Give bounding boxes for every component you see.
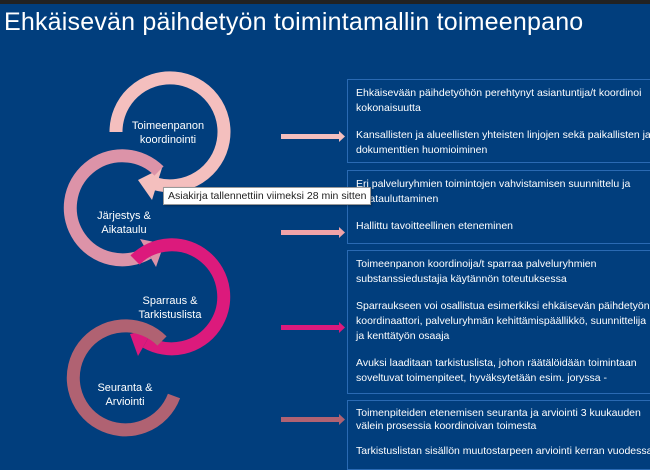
box-text: Ehkäisevään päihdetyöhön perehtynyt asia… (356, 87, 642, 114)
window-top-bar (0, 0, 650, 4)
step-2-label-line1: Järjestys & (97, 210, 151, 222)
step-1-label-line2: koordinointi (139, 134, 197, 146)
step-2-label-line2: Aikataulu (101, 224, 147, 236)
connector-arrows (281, 131, 345, 425)
step-3-label: Sparraus & Tarkistuslista (115, 294, 225, 322)
connector-arrow-1 (281, 134, 339, 139)
step-1-label: Toimeenpanon koordinointi (113, 119, 223, 147)
step-4-label: Seuranta & Arviointi (70, 381, 180, 409)
step-1-label-line1: Toimeenpanon (131, 120, 205, 132)
box-text: Avuksi laaditaan tarkistuslista, johon r… (356, 357, 637, 384)
slide-title: Ehkäisevän päihdetyön toimintamallin toi… (4, 8, 584, 36)
box-text: Sparraukseen voi osallistua esimerkiksi … (356, 300, 650, 342)
step-4-label-line2: Arviointi (105, 396, 145, 408)
box-text: Tarkistuslistan sisällön muutostarpeen a… (356, 445, 650, 457)
info-box-sparring: Toimeenpanon koordinoija/t sparraa palve… (347, 250, 650, 394)
step-2-label: Järjestys & Aikataulu (69, 209, 179, 237)
step-4-arrow (66, 319, 181, 437)
connector-arrow-4 (281, 417, 339, 422)
info-box-schedule: Eri palveluryhmien toimintojen vahvistam… (347, 170, 650, 244)
connector-arrow-3 (281, 325, 339, 330)
connector-arrow-2 (281, 230, 339, 235)
info-box-evaluation: Toimenpiteiden etenemisen seuranta ja ar… (347, 400, 650, 470)
save-status-tooltip: Asiakirja tallennettiin viimeksi 28 min … (163, 187, 372, 205)
step-3-label-line1: Sparraus & (142, 295, 198, 307)
box-text: Toimenpiteiden etenemisen seuranta ja ar… (356, 407, 641, 432)
step-1-arrow (109, 71, 231, 200)
step-4-label-line1: Seuranta & (97, 382, 153, 394)
box-text: Hallittu tavoitteellinen eteneminen (356, 220, 514, 232)
box-text: Kansallisten ja alueellisten yhteisten l… (356, 129, 650, 156)
box-text: Eri palveluryhmien toimintojen vahvistam… (356, 178, 631, 205)
box-text: Toimeenpanon koordinoija/t sparraa palve… (356, 258, 597, 285)
process-cycle-diagram (63, 71, 345, 437)
info-box-coordination: Ehkäisevään päihdetyöhön perehtynyt asia… (347, 79, 650, 163)
step-3-label-line2: Tarkistuslista (138, 309, 202, 321)
